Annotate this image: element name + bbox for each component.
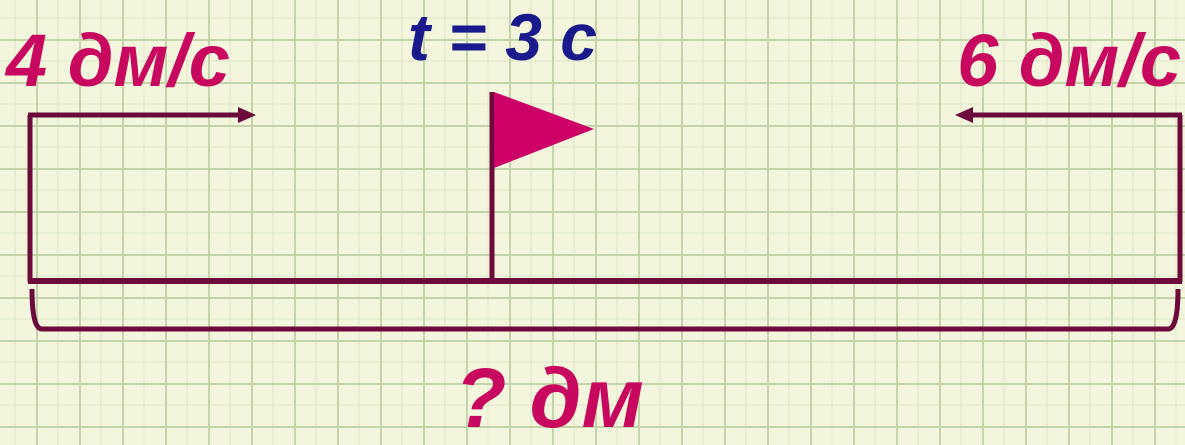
distance-brace: [29, 288, 1181, 332]
flag-icon: [494, 92, 594, 168]
left-speed-label: 4 дм/с: [6, 19, 230, 102]
right-speed-label: 6 дм/с: [957, 19, 1181, 102]
distance-question-label: ? дм: [455, 351, 644, 445]
left-arrow-head: [238, 107, 256, 123]
right-arrow-head: [955, 107, 973, 123]
time-label: t = 3 с: [408, 0, 597, 74]
